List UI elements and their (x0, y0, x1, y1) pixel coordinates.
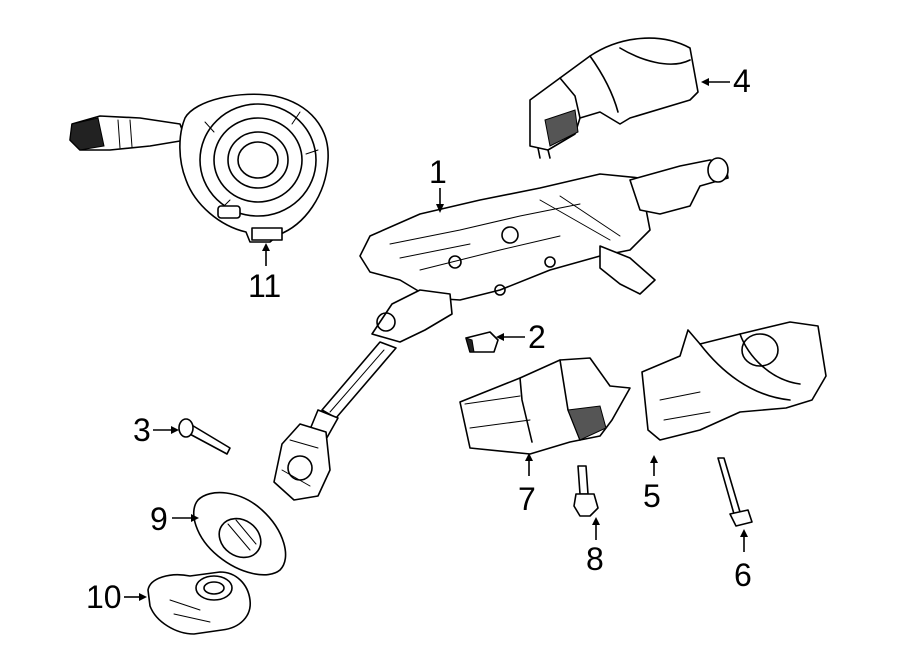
lock-housing-part (459, 357, 631, 455)
callout-10-label: 10 (86, 579, 122, 615)
callout-8: 8 (586, 517, 604, 577)
callout-3-label: 3 (133, 412, 151, 448)
clip-part (465, 331, 499, 353)
callout-4-label: 4 (733, 63, 751, 99)
callout-5: 5 (643, 455, 661, 514)
callout-5-label: 5 (643, 478, 661, 514)
callout-11: 11 (248, 243, 281, 304)
steering-column-part (273, 157, 729, 501)
bolt-part-6 (717, 457, 753, 527)
callout-4: 4 (701, 63, 751, 99)
callout-1-label: 1 (429, 154, 447, 190)
callout-2-label: 2 (528, 319, 546, 355)
ignition-housing-part (147, 571, 251, 635)
callout-1: 1 (429, 154, 447, 213)
upper-shroud-part (529, 37, 699, 159)
callout-11-label: 11 (248, 268, 281, 304)
callout-6: 6 (734, 529, 752, 593)
callout-2: 2 (496, 319, 546, 355)
callout-7-label: 7 (518, 481, 536, 517)
callout-7: 7 (518, 453, 536, 517)
bolt-part-3 (178, 418, 231, 455)
callout-10: 10 (86, 579, 147, 615)
callout-6-label: 6 (734, 557, 752, 593)
callout-3: 3 (133, 412, 179, 448)
clock-spring-switch-part (69, 93, 329, 243)
callout-9-label: 9 (150, 501, 168, 537)
bolt-part-8 (573, 465, 599, 517)
callout-8-label: 8 (586, 541, 604, 577)
lower-cover-part (641, 321, 827, 441)
callout-9: 9 (150, 501, 199, 537)
bezel-part (193, 491, 287, 576)
